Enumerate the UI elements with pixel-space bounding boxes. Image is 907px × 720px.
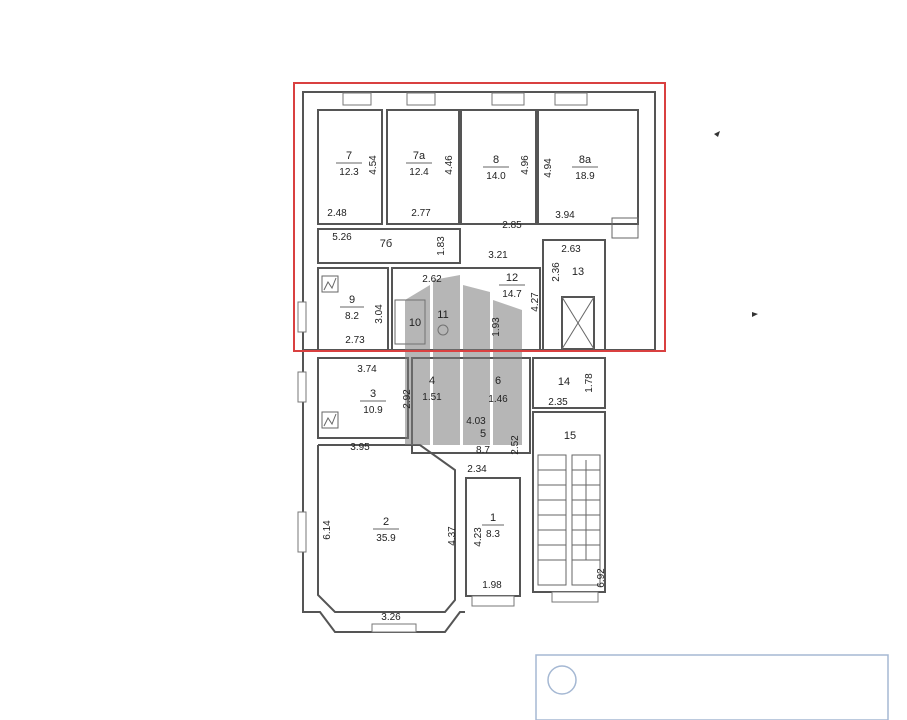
room-number: 11 [437, 309, 448, 321]
room-number: 3 [370, 388, 376, 400]
room-number: 7 [346, 150, 352, 162]
dim-label: 4.37 [447, 526, 458, 546]
lower-block-left-outline [302, 350, 465, 633]
watermark-logo [405, 275, 522, 445]
room-number: 7а [413, 150, 426, 162]
dim-label: 4.03 [466, 416, 486, 427]
room-area: 8.7 [476, 445, 490, 456]
dim-label: 2.34 [467, 464, 487, 475]
dim-label: 2.77 [411, 208, 431, 219]
room-14-outline [532, 357, 606, 409]
window [297, 511, 307, 553]
window [406, 92, 436, 106]
dim-label: 1.93 [491, 317, 502, 337]
dim-label: 3.21 [488, 250, 508, 261]
room-number: 6 [495, 375, 501, 387]
room-number: 1 [490, 512, 496, 524]
window [491, 92, 525, 106]
room-labels: 7 12.3 7а 12.4 8 14.0 8а 18.9 7б 9 8.2 1… [336, 150, 598, 544]
dim-label: 4.94 [543, 158, 554, 178]
room-area: 18.9 [575, 171, 595, 182]
dim-label: 4.54 [368, 155, 379, 175]
elevator-shaft [561, 296, 595, 350]
dim-label: 3.26 [381, 612, 401, 623]
staircase [537, 454, 601, 586]
room-2-outline [317, 444, 456, 613]
room-number: 14 [558, 376, 570, 388]
dimension-labels: 4.54 4.46 4.96 4.94 2.48 2.77 2.85 3.94 … [322, 155, 607, 623]
room-7-outline [317, 109, 383, 225]
room-area: 10.9 [363, 405, 383, 416]
dim-label: 2.52 [510, 435, 521, 455]
dim-label: 4.46 [444, 155, 455, 175]
dim-label: 2.92 [402, 389, 413, 409]
room-area: 12.4 [409, 167, 429, 178]
room-area: 8.3 [486, 529, 500, 540]
dim-label: 4.27 [530, 292, 541, 312]
stamp-seal [547, 665, 577, 695]
heater-icon [323, 277, 337, 291]
dim-label: 6.92 [596, 568, 607, 588]
room-7a-outline [386, 109, 460, 225]
window [297, 301, 307, 333]
room-area: 1.51 [422, 392, 442, 403]
room-area: 35.9 [376, 533, 396, 544]
room-number: 8а [579, 154, 592, 166]
room-area: 1.46 [488, 394, 508, 405]
room-area: 14.7 [502, 289, 522, 300]
elevator-cross [561, 296, 595, 350]
dim-label: 2.35 [548, 397, 568, 408]
room-13-outline [542, 239, 606, 351]
dim-label: 2.63 [561, 244, 581, 255]
room-number: 15 [564, 430, 576, 442]
room-area: 14.0 [486, 171, 506, 182]
window [554, 92, 588, 106]
dim-label: 3.95 [350, 442, 370, 453]
selection-highlight [293, 82, 666, 352]
niche [611, 217, 639, 239]
mark [752, 312, 758, 317]
dim-label: 3.94 [555, 210, 575, 221]
room-number: 4 [429, 375, 435, 387]
dim-label: 2.85 [502, 220, 522, 231]
dim-label: 6.14 [322, 520, 333, 540]
dim-label: 1.78 [584, 373, 595, 393]
dim-label: 3.04 [374, 304, 385, 324]
room-8a-outline [537, 109, 639, 225]
dim-label: 2.36 [551, 262, 562, 282]
room-area: 12.3 [339, 167, 359, 178]
room-number: 12 [506, 272, 518, 284]
room-number: 9 [349, 294, 355, 306]
heater-icon [323, 413, 337, 427]
window [371, 623, 417, 633]
dim-label: 3.74 [357, 364, 377, 375]
dim-label: 5.26 [332, 232, 352, 243]
heater-icon [321, 275, 339, 293]
stamp [535, 654, 889, 720]
window [297, 371, 307, 403]
heater-icon [321, 411, 339, 429]
room-number: 7б [380, 238, 392, 250]
dim-label: 4.96 [520, 155, 531, 175]
dim-label: 2.48 [327, 208, 347, 219]
room-number: 2 [383, 516, 389, 528]
dim-label: 2.73 [345, 335, 365, 346]
dim-label: 1.98 [482, 580, 502, 591]
dim-label: 4.23 [473, 527, 484, 547]
room-number: 8 [493, 154, 499, 166]
room-8-outline [460, 109, 537, 225]
mark [714, 131, 720, 137]
room-number: 13 [572, 266, 584, 278]
dim-label: 2.62 [422, 274, 442, 285]
window [551, 591, 599, 603]
room-number: 10 [409, 317, 421, 329]
dim-label: 1.83 [436, 236, 447, 256]
window [471, 595, 515, 607]
room-area: 8.2 [345, 311, 359, 322]
room-7b-outline [317, 228, 461, 264]
window [342, 92, 372, 106]
room-number: 5 [480, 428, 486, 440]
